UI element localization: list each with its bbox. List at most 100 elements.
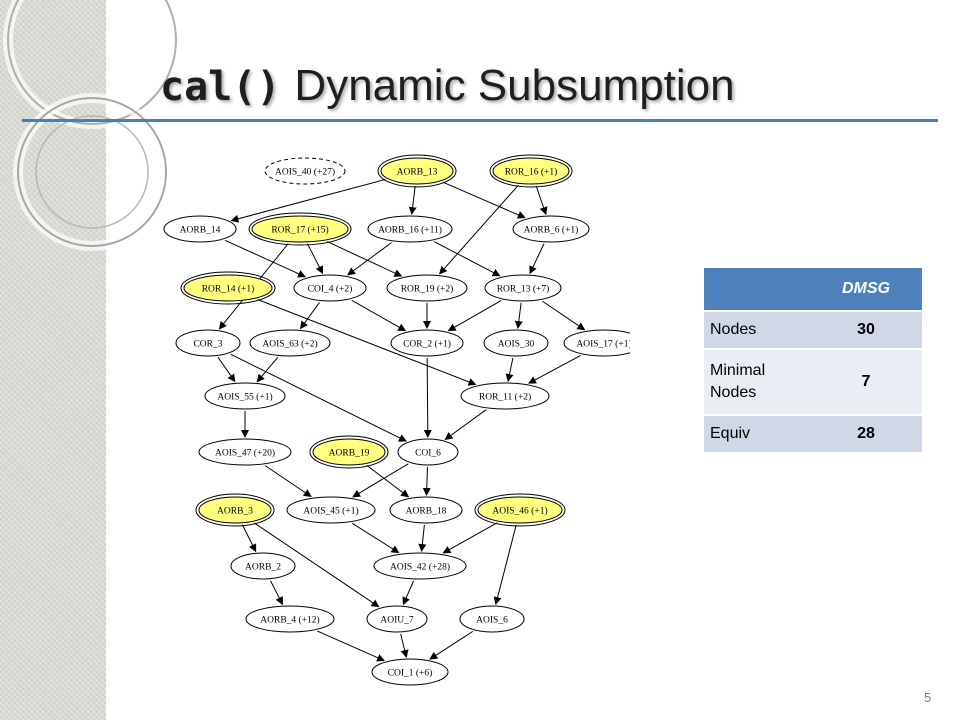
graph-edge-aois63-aois55: [256, 357, 279, 383]
graph-node-aorb19: AORB_19: [309, 435, 389, 469]
table-header-row: DMSG: [704, 268, 922, 311]
title-text: Dynamic Subsumption: [294, 61, 735, 110]
table-row: Minimal Nodes 7: [704, 348, 922, 415]
decorative-circles: [3, 0, 181, 251]
graph-edge-aorb13-aorb6: [442, 181, 526, 219]
graph-node-label: AOIS_46 (+1): [492, 506, 547, 517]
graph-edge-ror13-aois30: [514, 302, 523, 330]
graph-edge-aorb3-aorb2: [241, 524, 257, 553]
graph-node-aorb6: AORB_6 (+1): [512, 215, 590, 243]
graph-node-label: AOIS_42 (+28): [390, 562, 450, 573]
row-label: Nodes: [704, 310, 810, 349]
graph-node-label: AOIS_40 (+27): [275, 167, 335, 178]
graph-edge-aois30-ror11: [505, 357, 514, 383]
graph-node-label: AOIS_45 (+1): [303, 506, 358, 517]
row-label: Equiv: [704, 414, 810, 452]
graph-edge-cor3-aois55: [217, 357, 236, 383]
graph-edge-coi6-aois45: [352, 463, 409, 498]
graph-node-label: ROR_16 (+1): [505, 167, 558, 178]
graph-node-aorb16: AORB_16 (+11): [367, 215, 453, 243]
graph-edge-aois45-aois42: [351, 522, 400, 554]
graph-edge-aois42-aoiu7: [402, 580, 415, 606]
graph-node-label: AORB_2: [245, 563, 281, 573]
graph-node-label: COR_2 (+1): [403, 339, 451, 350]
row-label: Minimal Nodes: [704, 348, 810, 415]
graph-edge-coi4-cor2: [351, 299, 407, 332]
graph-edge-ror16-ror19: [439, 184, 519, 275]
table-row: Equiv 28: [704, 414, 922, 452]
graph-node-label: AORB_6 (+1): [524, 225, 579, 236]
graph-edge-aorb3-aoiu7: [253, 522, 380, 608]
graph-node-cor2: COR_2 (+1): [390, 329, 464, 357]
graph-edge-ror11-coi6: [444, 409, 487, 440]
graph-node-ror19: ROR_19 (+2): [386, 274, 468, 302]
graph-node-label: AORB_14: [180, 226, 221, 236]
graph-node-aorb13: AORB_13: [377, 154, 457, 188]
graph-node-label: AOIS_47 (+20): [215, 448, 275, 459]
graph-node-coi1: COI_1 (+6): [371, 658, 449, 686]
graph-edge-aorb16-ror13: [433, 241, 501, 277]
graph-edge-aorb13-aorb16: [408, 185, 417, 216]
graph-edge-ror17-coi4: [307, 243, 323, 275]
graph-edge-coi6-aorb18: [422, 466, 431, 497]
graph-node-label: AOIS_55 (+1): [217, 392, 272, 403]
graph-edge-aois46-aois42: [442, 522, 498, 554]
graph-node-ror14: ROR_14 (+1): [180, 271, 276, 305]
graph-node-aorb3: AORB_3: [195, 493, 275, 527]
graph-node-aois17: AOIS_17 (+1): [563, 329, 630, 357]
graph-edge-aorb19-aorb18: [366, 464, 410, 498]
graph-node-ror16: ROR_16 (+1): [489, 154, 573, 188]
graph-node-label: AORB_13: [397, 168, 438, 178]
graph-node-aois30: AOIS_30: [483, 329, 549, 357]
page-number: 5: [924, 690, 932, 705]
table-header: DMSG: [810, 268, 922, 311]
graph-edge-aorb6-ror13: [529, 243, 545, 275]
graph-edge-aorb4-coi1: [317, 630, 386, 662]
graph-node-aois47: AOIS_47 (+20): [198, 438, 292, 466]
row-value: 30: [810, 310, 922, 349]
graph-node-label: AORB_4 (+12): [260, 615, 319, 626]
graph-node-aois46: AOIS_46 (+1): [474, 493, 566, 527]
graph-edge-cor2-coi6: [423, 357, 432, 439]
graph-node-label: COI_4 (+2): [308, 284, 353, 295]
graph-node-label: ROR_13 (+7): [497, 284, 550, 295]
graph-node-cor3: COR_3: [175, 329, 241, 357]
graph-node-aorb18: AORB_18: [389, 496, 463, 524]
graph-node-aois40: AOIS_40 (+27): [264, 157, 346, 185]
graph-edge-ror17-ror19: [326, 241, 403, 277]
graph-node-label: COI_6: [415, 449, 441, 459]
graph-edge-aois47-aois45: [264, 465, 312, 498]
graph-edge-coi4-aois63: [299, 302, 320, 330]
graph-edge-aorb16-coi4: [347, 242, 392, 276]
graph-node-ror11: ROR_11 (+2): [460, 382, 550, 410]
slide-title: cal() Dynamic Subsumption: [160, 60, 920, 120]
graph-node-aois6: AOIS_6: [459, 605, 525, 633]
graph-node-label: COR_3: [193, 340, 222, 350]
statistics-table: DMSG Nodes 30 Minimal Nodes 7 Equiv 28: [704, 268, 922, 452]
graph-edge-aorb2-aorb4: [270, 580, 283, 606]
graph-node-ror13: ROR_13 (+7): [484, 274, 562, 302]
graph-node-label: AORB_18: [406, 507, 447, 517]
table-row: Nodes 30: [704, 310, 922, 349]
table-corner-cell: [704, 268, 810, 311]
graph-node-coi6: COI_6: [397, 438, 459, 466]
graph-node-label: COI_1 (+6): [388, 668, 433, 679]
graph-node-aorb14: AORB_14: [163, 215, 237, 243]
graph-node-label: AORB_16 (+11): [378, 225, 442, 236]
graph-node-label: AORB_19: [329, 449, 370, 459]
graph-node-label: AOIU_7: [380, 616, 413, 626]
graph-node-label: AOIS_6: [476, 616, 508, 626]
graph-node-aois63: AOIS_63 (+2): [249, 329, 331, 357]
title-code: cal(): [160, 64, 281, 110]
row-value: 28: [810, 414, 922, 452]
graph-node-label: ROR_11 (+2): [479, 392, 531, 403]
graph-edge-aoiu7-coi1: [400, 633, 409, 659]
graph-node-aois45: AOIS_45 (+1): [286, 496, 376, 524]
graph-node-label: AOIS_63 (+2): [262, 339, 317, 350]
graph-node-ror17: ROR_17 (+15): [248, 212, 352, 246]
graph-node-label: ROR_14 (+1): [202, 284, 255, 295]
graph-node-label: ROR_17 (+15): [271, 225, 328, 236]
graph-node-coi4: COI_4 (+2): [293, 274, 367, 302]
graph-node-aorb4: AORB_4 (+12): [245, 605, 335, 633]
